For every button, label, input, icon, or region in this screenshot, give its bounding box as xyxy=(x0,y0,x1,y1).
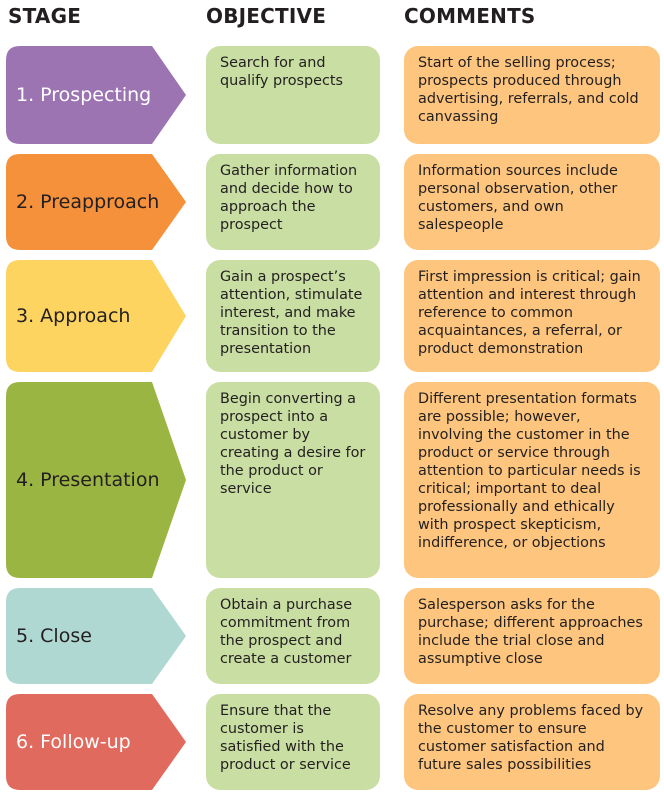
comments-box: Information sources include personal obs… xyxy=(404,154,660,250)
stage-label: 3. Approach xyxy=(16,305,131,327)
stage-label: 2. Preapproach xyxy=(16,191,160,213)
arrow-fill xyxy=(6,260,186,372)
arrow-shape xyxy=(6,260,186,372)
arrow-shape xyxy=(6,154,186,250)
stage-row-follow-up: 6. Follow-up Ensure that the customer is… xyxy=(0,694,664,790)
arrow-fill xyxy=(6,154,186,250)
stage-label: 5. Close xyxy=(16,625,92,647)
objective-box: Gather information and decide how to app… xyxy=(206,154,380,250)
objective-box: Search for and qualify prospects xyxy=(206,46,380,144)
arrow-shape xyxy=(6,694,186,790)
arrow-fill xyxy=(6,694,186,790)
arrow-fill xyxy=(6,382,186,578)
objective-box: Gain a prospect’s attention, stimulate i… xyxy=(206,260,380,372)
objective-box: Begin converting a prospect into a custo… xyxy=(206,382,380,578)
stage-column-header: STAGE xyxy=(8,4,82,28)
comments-column-header: COMMENTS xyxy=(404,4,536,28)
stage-row-approach: 3. Approach Gain a prospect’s attention,… xyxy=(0,260,664,372)
arrow-fill xyxy=(6,46,186,144)
stage-row-preapproach: 2. Preapproach Gather information and de… xyxy=(0,154,664,250)
comments-box: Different presentation formats are possi… xyxy=(404,382,660,578)
stage-arrow: 4. Presentation xyxy=(6,382,186,578)
arrow-shape xyxy=(6,46,186,144)
stage-label: 1. Prospecting xyxy=(16,84,152,106)
stage-row-close: 5. Close Obtain a purchase commitment fr… xyxy=(0,588,664,684)
objective-box: Obtain a purchase commitment from the pr… xyxy=(206,588,380,684)
stage-arrow: 1. Prospecting xyxy=(6,46,186,144)
stage-arrow: 6. Follow-up xyxy=(6,694,186,790)
stage-row-presentation: 4. Presentation Begin converting a prosp… xyxy=(0,382,664,578)
arrow-shape xyxy=(6,382,186,578)
comments-box: Salesperson asks for the purchase; diffe… xyxy=(404,588,660,684)
stage-label: 4. Presentation xyxy=(16,469,160,491)
stage-arrow: 3. Approach xyxy=(6,260,186,372)
stage-row-prospecting: 1. Prospecting Search for and qualify pr… xyxy=(0,46,664,144)
objective-column-header: OBJECTIVE xyxy=(206,4,327,28)
arrow-fill xyxy=(6,588,186,684)
stage-arrow: 2. Preapproach xyxy=(6,154,186,250)
stage-arrow: 5. Close xyxy=(6,588,186,684)
stage-label: 6. Follow-up xyxy=(16,731,131,753)
comments-box: Resolve any problems faced by the custom… xyxy=(404,694,660,790)
objective-box: Ensure that the customer is satisfied wi… xyxy=(206,694,380,790)
comments-box: First impression is critical; gain atten… xyxy=(404,260,660,372)
arrow-shape xyxy=(6,588,186,684)
comments-box: Start of the selling process; prospects … xyxy=(404,46,660,144)
